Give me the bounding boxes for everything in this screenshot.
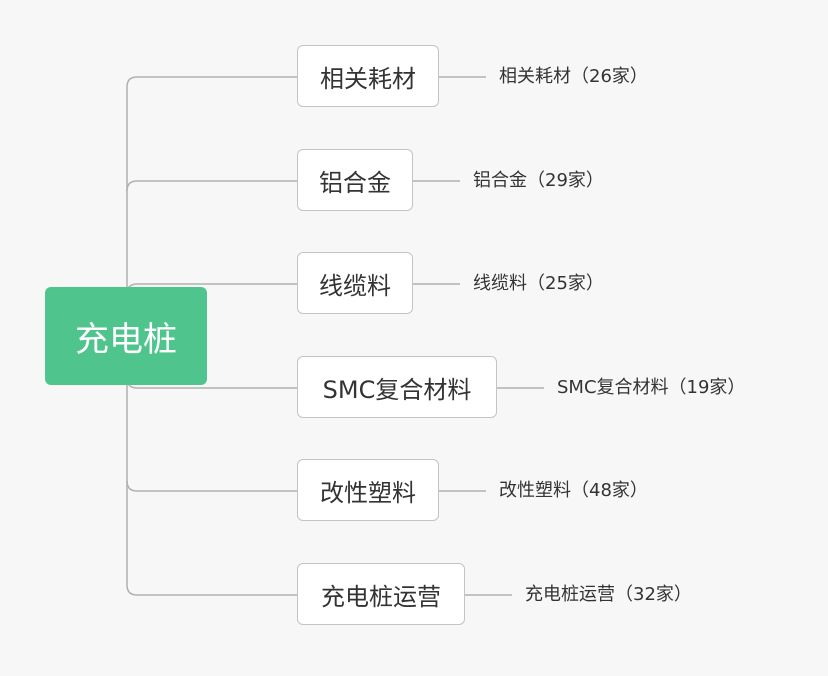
branch-connector xyxy=(126,480,486,492)
leaf-node[interactable]: 改性塑料（48家） xyxy=(499,480,648,501)
leaf-node[interactable]: 充电桩运营（32家） xyxy=(525,584,692,605)
leaf-node[interactable]: 线缆料（25家） xyxy=(473,273,604,294)
leaf-node[interactable]: 相关耗材（26家） xyxy=(499,66,648,87)
branch-connector xyxy=(126,584,512,596)
branch-connector xyxy=(126,76,486,88)
branch-connector xyxy=(126,180,460,192)
branch-node[interactable]: SMC复合材料 xyxy=(297,356,497,418)
branch-node[interactable]: 充电桩运营 xyxy=(297,563,465,625)
leaf-node[interactable]: 铝合金（29家） xyxy=(473,170,604,191)
root-node[interactable]: 充电桩 xyxy=(45,287,207,385)
branch-node[interactable]: 改性塑料 xyxy=(297,459,439,521)
leaf-node[interactable]: SMC复合材料（19家） xyxy=(557,377,746,398)
branch-node[interactable]: 铝合金 xyxy=(297,149,413,211)
branch-node[interactable]: 线缆料 xyxy=(297,252,413,314)
branch-node[interactable]: 相关耗材 xyxy=(297,45,439,107)
